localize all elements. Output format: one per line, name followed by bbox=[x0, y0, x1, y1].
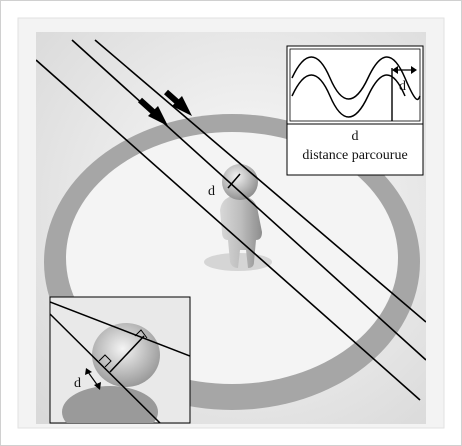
zoom-inset: d bbox=[49, 296, 191, 424]
arrow-left bbox=[137, 97, 168, 126]
zoom-perpendicular bbox=[109, 335, 145, 373]
ray-upper bbox=[94, 39, 426, 323]
distance-segment bbox=[227, 173, 241, 189]
wave-lower bbox=[291, 74, 406, 118]
right-angle-mark-upper bbox=[134, 329, 148, 339]
zoom-ray-lower bbox=[50, 313, 161, 423]
label-d-main: d bbox=[208, 184, 215, 199]
wave-inset: d d distance parcourue bbox=[286, 45, 424, 176]
wave-upper bbox=[291, 56, 421, 101]
wave-caption-text: distance parcourue bbox=[302, 148, 407, 163]
ray-lower bbox=[36, 59, 421, 401]
wave-caption-d: d bbox=[352, 129, 359, 144]
wave-rays bbox=[36, 39, 426, 401]
ray-middle bbox=[71, 39, 426, 361]
wave-label-d: d bbox=[399, 79, 406, 94]
label-d-inset: d bbox=[74, 376, 81, 391]
arrow-right bbox=[164, 89, 192, 116]
zoom-ray-upper bbox=[50, 301, 190, 357]
right-angle-mark-lower bbox=[98, 354, 112, 368]
